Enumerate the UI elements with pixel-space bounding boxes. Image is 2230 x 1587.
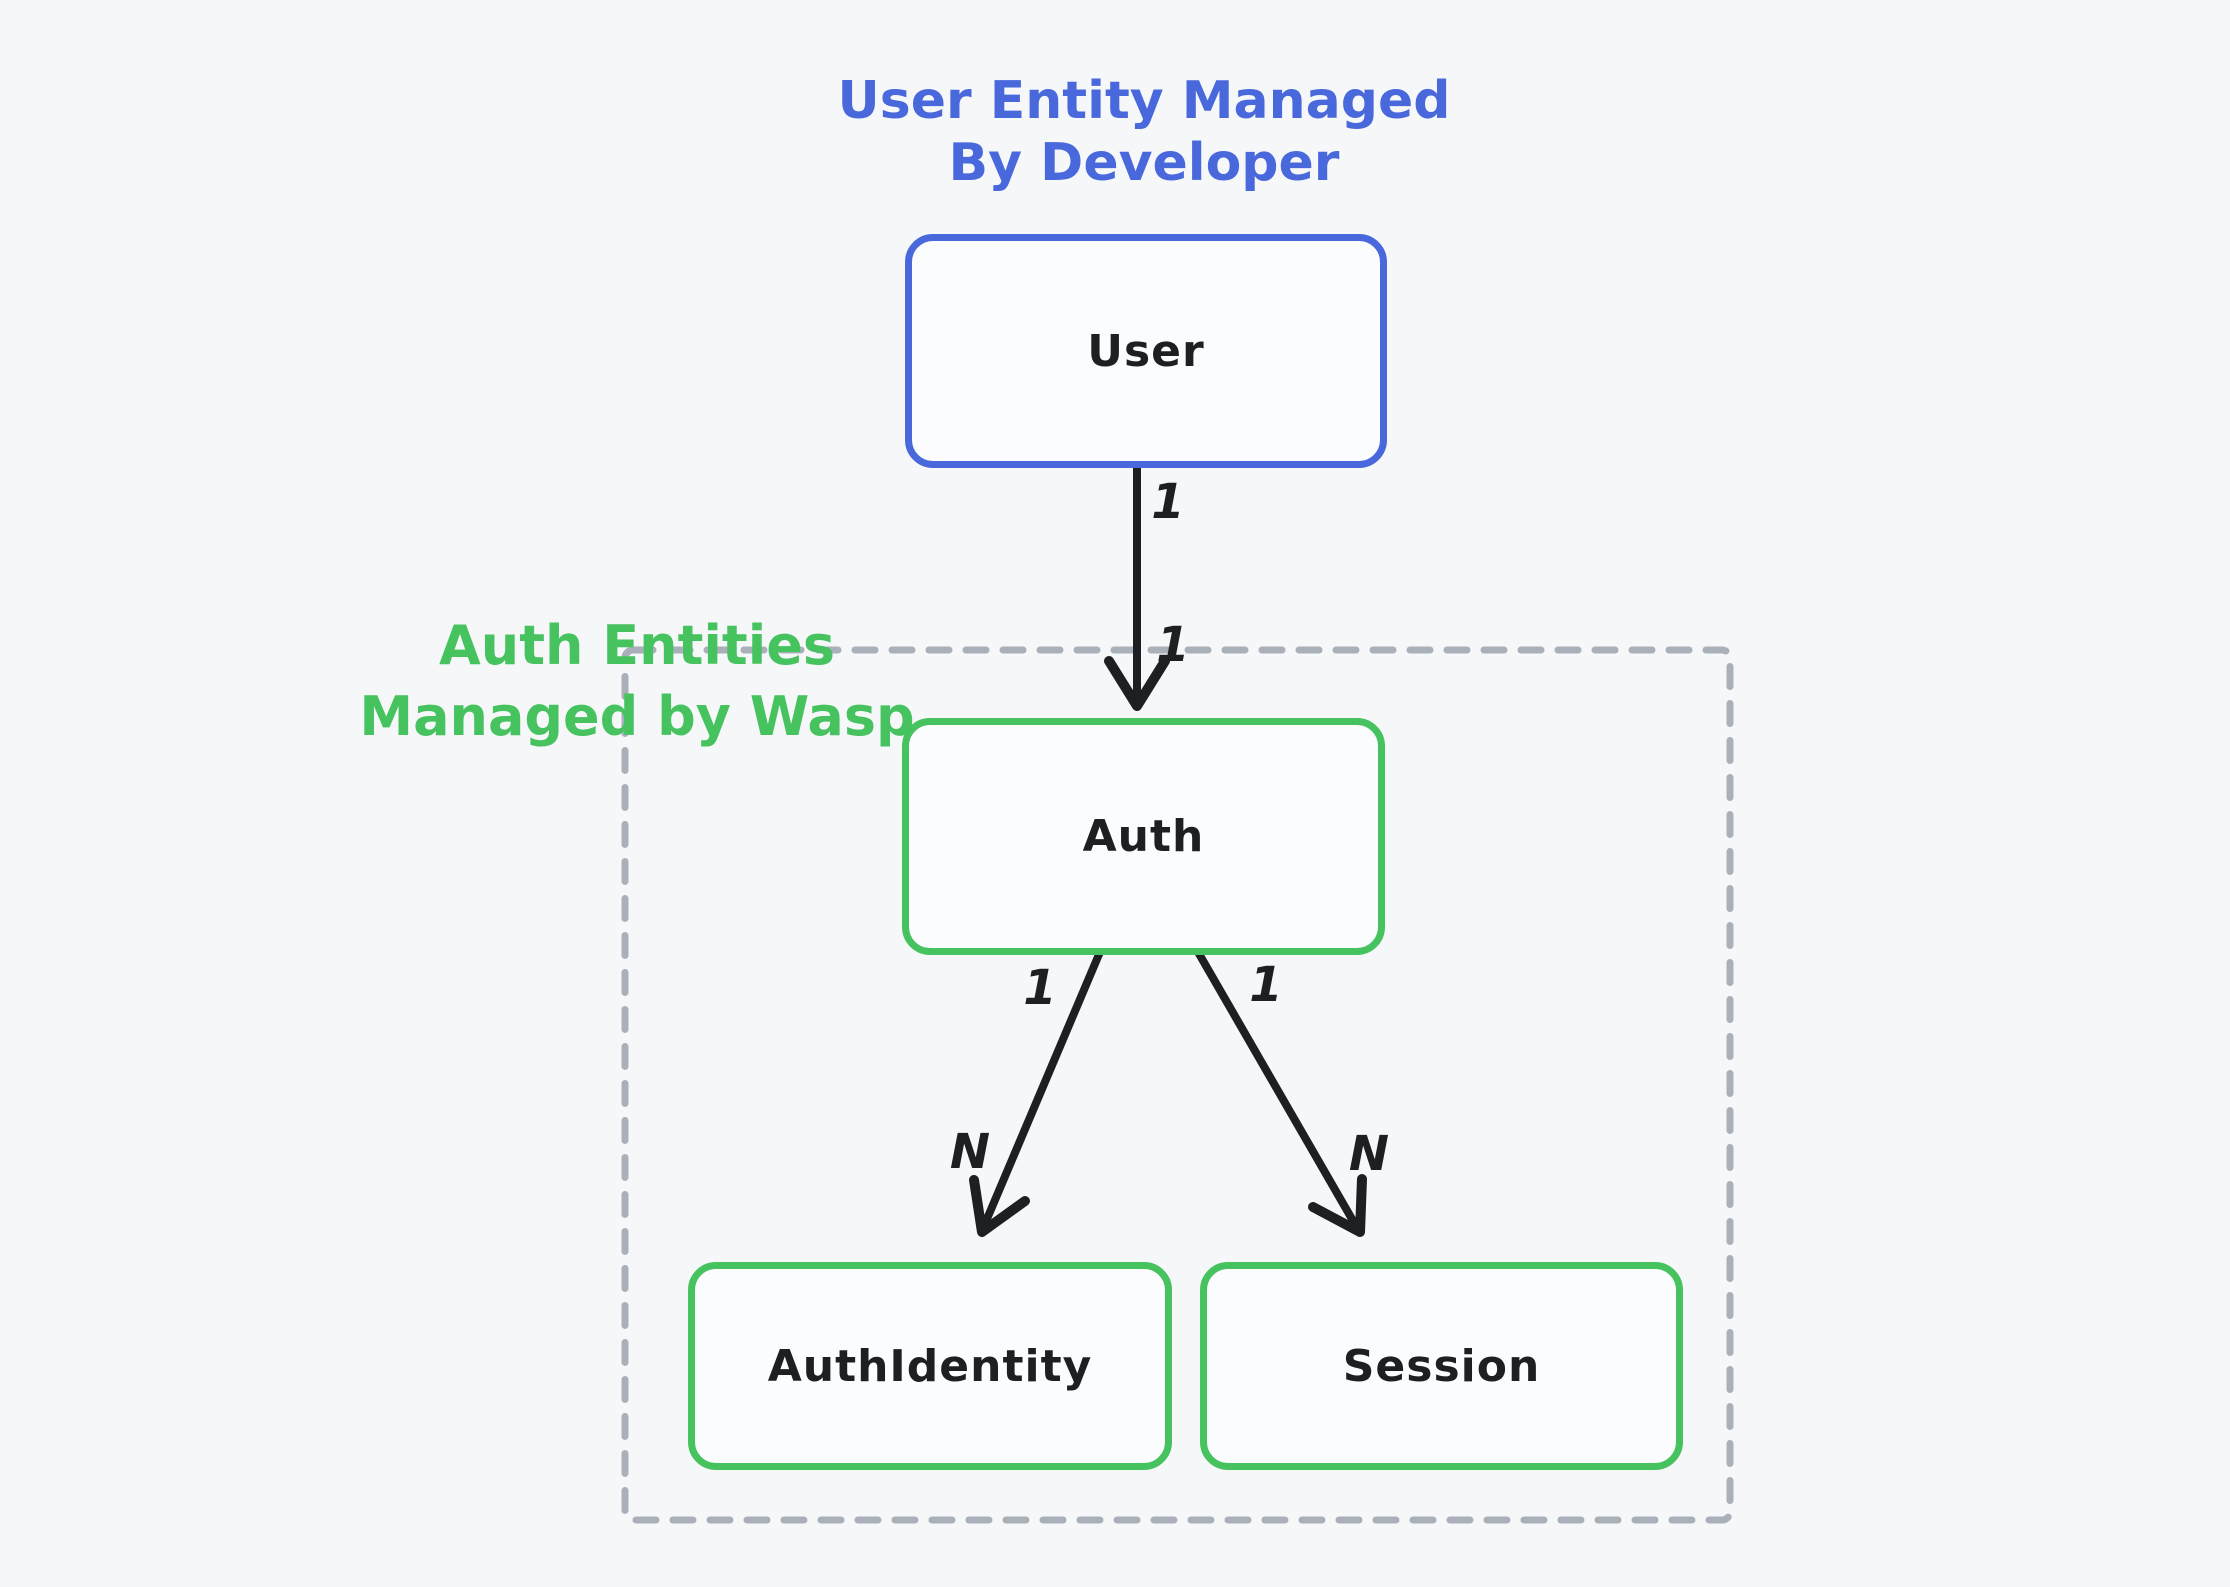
auth-authidentity-arrow xyxy=(969,948,1104,1237)
cardinality-auth-session-near-session: N xyxy=(1348,1126,1390,1182)
cardinality-auth-authidentity-near-auth: 1 xyxy=(1023,960,1057,1016)
auth-identity-node-label: AuthIdentity xyxy=(767,1340,1093,1392)
session-node-label: Session xyxy=(1342,1340,1541,1392)
user-entity-caption: User Entity Managed By Developer xyxy=(838,70,1451,194)
user-node: User xyxy=(905,234,1387,468)
user-auth-arrow xyxy=(1104,454,1170,711)
wasp-entities-caption-line2: Managed by Wasp xyxy=(359,685,915,748)
user-node-label: User xyxy=(1087,325,1205,377)
cardinality-auth-session-near-auth: 1 xyxy=(1249,957,1283,1013)
cardinality-user-auth-near-user: 1 xyxy=(1151,474,1185,530)
wasp-entities-caption-line1: Auth Entities xyxy=(438,614,836,677)
session-node: Session xyxy=(1200,1262,1683,1470)
auth-node: Auth xyxy=(902,718,1385,955)
user-entity-caption-line1: User Entity Managed xyxy=(837,71,1451,131)
auth-node-label: Auth xyxy=(1082,811,1205,862)
wasp-group-boundary xyxy=(621,646,1734,1524)
wasp-entities-caption: Auth Entities Managed by Wasp xyxy=(359,610,914,752)
user-entity-caption-line2: By Developer xyxy=(948,133,1340,193)
cardinality-user-auth-near-auth: 1 xyxy=(1156,617,1190,673)
auth-session-arrow xyxy=(1194,948,1367,1237)
auth-identity-node: AuthIdentity xyxy=(688,1262,1172,1470)
cardinality-auth-authidentity-near-authidentity: N xyxy=(949,1124,991,1180)
